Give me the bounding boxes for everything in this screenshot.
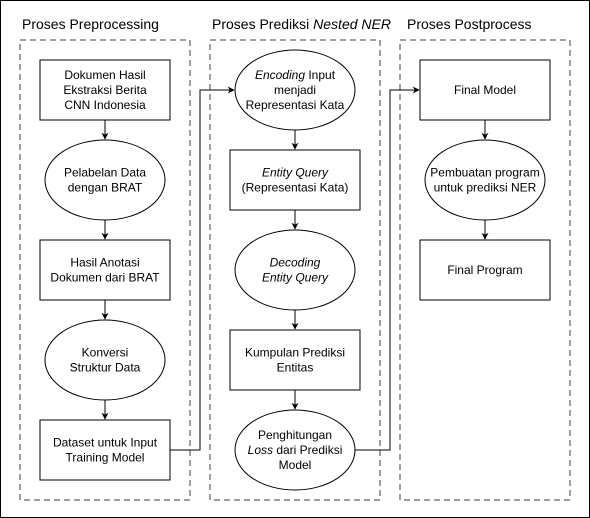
label-run: Kumpulan Prediksi [245,346,345,360]
label-run: Dokumen dari BRAT [50,271,160,285]
label-run: Final Model [454,83,516,97]
label-run: menjadi [274,83,316,97]
label-run: CNN Indonesia [64,98,146,112]
label-run: Model [279,458,312,472]
node-dataset [39,419,171,481]
node-entity-query [229,149,361,211]
label-run: Konversi [82,346,129,360]
label-run: Entity Query [262,166,329,180]
section-title-postprocess: Proses Postprocess [407,16,532,32]
node-kumpulan [229,329,361,391]
node-final-model-label: Final Model [454,83,516,97]
section-prediksi [209,39,381,501]
section-title-preprocessing: Proses Preprocessing [22,16,159,32]
label-run: Entity Query [262,271,329,285]
label-run: Penghitungan [258,428,332,442]
label-run: Loss [248,443,273,457]
label-run: Pembuatan program [430,166,539,180]
label-run: Decoding [270,256,321,270]
node-entity-query-label: Entity Query(Representasi Kata) [242,166,349,195]
arrow-penghitungan-to-final-model [355,86,420,451]
section-title-prediksi: Proses Prediksi Nested NER [212,16,391,32]
arrow-dataset-to-encoding [170,86,235,451]
section-postprocess [399,39,571,501]
label-run: Final Program [447,263,522,277]
node-hasil-anotasi [39,239,171,301]
label-run: Representasi Kata [246,98,345,112]
node-final-program [419,239,551,301]
label-run: dengan BRAT [68,181,143,195]
section-preprocessing [19,39,191,501]
label-run: untuk prediksi NER [434,181,537,195]
label-run: Dataset untuk Input [53,436,158,450]
label-run: Training Model [66,451,145,465]
label-run: Ekstraksi Berita [63,83,147,97]
label-run: (Representasi Kata) [242,181,349,195]
label-run: Struktur Data [70,361,141,375]
label-run: Input [305,68,336,82]
label-run: dari Prediksi [273,443,342,457]
node-final-model [419,59,551,121]
label-run: Pelabelan Data [64,166,146,180]
label-run: Hasil Anotasi [70,256,139,270]
label-run: Dokumen Hasil [64,68,145,82]
label-run: Encoding [255,68,305,82]
node-final-program-label: Final Program [447,263,522,277]
label-run: Entitas [277,361,314,375]
